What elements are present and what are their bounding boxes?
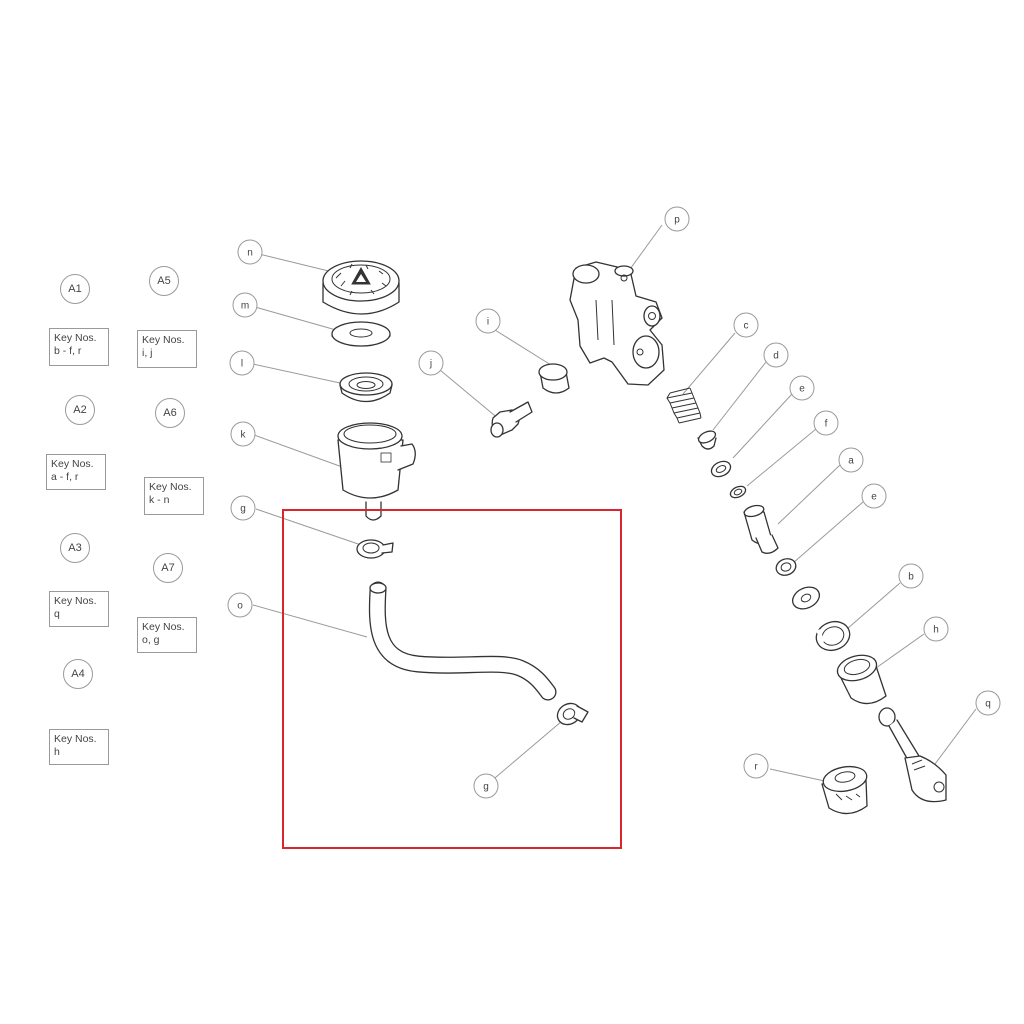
callout-e-lower: e [861,483,887,509]
callout-c: c [733,312,759,338]
kit-a2-heading: Key Nos. [51,458,94,470]
kit-a4-keys: Key Nos. h [49,729,109,765]
kit-a3-label: A3 [60,533,90,563]
callout-i: i [475,308,501,334]
kit-a5-keys: Key Nos. i, j [137,330,197,368]
kit-a7-label: A7 [153,553,183,583]
callout-g-bottom: g [473,773,499,799]
callout-g-top: g [230,495,256,521]
highlight-selection-box [282,509,622,849]
kit-a2-label: A2 [65,395,95,425]
kit-a4-label: A4 [63,659,93,689]
callout-j: j [418,350,444,376]
hose-clip-bottom [556,702,589,726]
elbow-connector [490,401,533,438]
svg-text:e: e [871,492,877,503]
kit-a5-key-list: i, j [142,347,153,359]
callout-r: r [743,753,769,779]
kit-a7-key-list: o, g [142,634,160,646]
callout-h: h [923,616,949,642]
svg-text:o: o [237,601,243,612]
kit-a1-heading: Key Nos. [54,332,97,344]
svg-text:m: m [241,301,249,312]
seal-lower [775,558,797,576]
callout-a: a [838,447,864,473]
callout-f: f [813,410,839,436]
kit-a1-label: A1 [60,274,90,304]
kit-a7-keys: Key Nos. o, g [137,617,197,653]
hose-clip-top [356,539,394,559]
diaphragm-plate [331,321,391,347]
dust-boot [836,654,887,705]
callout-k: k [230,421,256,447]
callout-b: b [898,563,924,589]
svg-text:b: b [908,572,914,583]
svg-text:n: n [247,248,253,259]
callout-d: d [763,342,789,368]
svg-text:g: g [240,504,246,515]
callout-o: o [227,592,253,618]
kit-a7-heading: Key Nos. [142,621,185,633]
leader-lines [252,224,977,784]
kit-a4-key-list: h [54,746,60,758]
seal-upper [710,460,732,478]
callout-p: p [664,206,690,232]
master-cylinder-body [569,261,665,386]
svg-text:p: p [674,215,680,226]
kit-a6-key-list: k - n [149,494,170,506]
callout-q: q [975,690,1001,716]
svg-text:i: i [487,317,489,328]
svg-text:d: d [773,351,779,362]
kit-a1-key-list: b - f, r [54,345,82,357]
svg-text:f: f [825,419,828,430]
svg-text:c: c [744,321,749,332]
circlip [815,620,851,652]
kit-a2-key-list: a - f, r [51,471,79,483]
callout-n: n [237,239,263,265]
reservoir-body [337,422,416,521]
kit-a1-keys: Key Nos. b - f, r [49,328,109,366]
washer [729,485,747,499]
reservoir-cap [322,260,400,315]
kit-a3-heading: Key Nos. [54,595,97,607]
svg-text:g: g [483,782,489,793]
svg-text:j: j [429,359,432,370]
clevis-nut [821,765,868,815]
callout-m: m [232,292,258,318]
push-rod [878,707,947,803]
kit-a5-label: A5 [149,266,179,296]
svg-text:h: h [933,625,939,636]
kit-a4-heading: Key Nos. [54,733,97,745]
kit-a6-label: A6 [155,398,185,428]
return-spring [666,387,702,424]
callout-l: l [229,350,255,376]
kit-a3-key-list: q [54,608,60,620]
svg-text:l: l [241,359,243,370]
bellows-seal [339,372,393,403]
grommet [538,363,570,394]
svg-text:r: r [754,762,758,773]
svg-text:q: q [985,699,991,710]
kit-a6-keys: Key Nos. k - n [144,477,204,515]
callout-e-upper: e [789,375,815,401]
stop-washer [791,586,821,610]
kit-a6-heading: Key Nos. [149,481,192,493]
svg-text:a: a [848,456,854,467]
kit-a2-keys: Key Nos. a - f, r [46,454,106,490]
kit-a3-keys: Key Nos. q [49,591,109,627]
piston [743,504,779,554]
kit-a5-heading: Key Nos. [142,334,185,346]
spring-seat [697,430,717,450]
reservoir-hose [368,581,557,701]
svg-text:k: k [241,430,247,441]
svg-text:e: e [799,384,805,395]
